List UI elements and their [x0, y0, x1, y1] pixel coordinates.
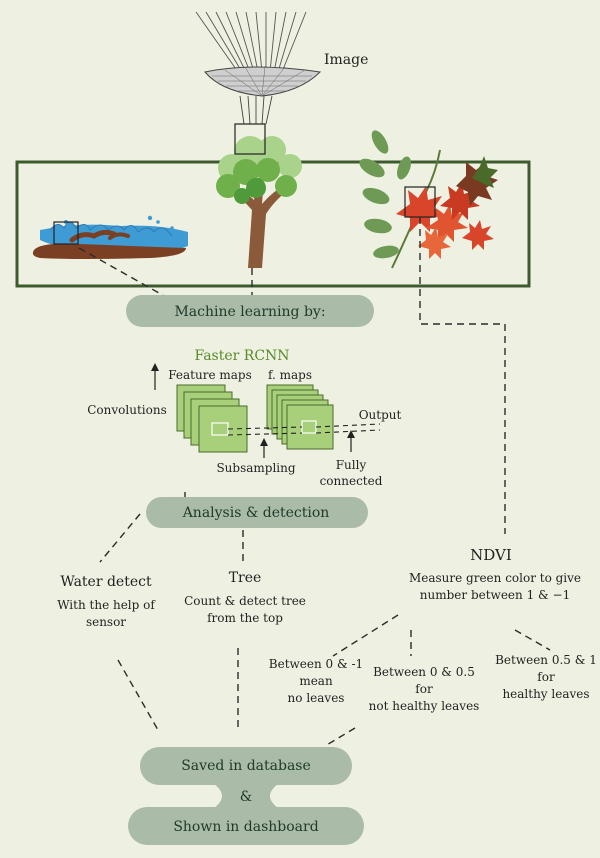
ndvi-desc-1: Measure green color to give — [409, 571, 581, 585]
output-label: Output — [359, 408, 402, 422]
connector-ndvi-b1 — [332, 614, 399, 657]
branch3-line1: Between 0.5 & 1 — [495, 653, 597, 667]
branch2-line2: for — [415, 682, 433, 696]
saved-pill — [140, 747, 352, 785]
feature-maps-stack-1 — [176, 384, 248, 453]
branch2-line1: Between 0 & 0.5 — [373, 665, 475, 679]
shown-label: Shown in dashboard — [173, 819, 318, 835]
faster-rcnn-title: Faster RCNN — [194, 348, 289, 364]
amp-label: & — [240, 789, 252, 805]
connector-water-saved — [117, 659, 159, 731]
branch1-line2: mean — [299, 674, 333, 688]
projection-lines-2 — [315, 423, 381, 434]
shown-pill — [128, 807, 364, 845]
analysis-pill — [146, 497, 368, 528]
branch1-line1: Between 0 & -1 — [269, 657, 363, 671]
water-soil-icon — [32, 215, 188, 259]
water-desc-2: sensor — [86, 615, 126, 629]
water-focus-box — [53, 221, 79, 245]
tree-title: Tree — [229, 570, 262, 586]
connector-analysis-water — [99, 513, 141, 563]
water-title: Water detect — [60, 574, 152, 590]
saved-label: Saved in database — [181, 758, 311, 774]
projection-lines-1 — [227, 426, 303, 436]
connector-ndvi-saved — [324, 727, 356, 747]
fully-connected-arrowhead — [347, 430, 355, 438]
tree-focus-box — [234, 123, 266, 155]
ndvi-title: NDVI — [470, 546, 512, 564]
convolutions-arrowhead — [151, 363, 159, 371]
f-maps-label: f. maps — [268, 368, 312, 382]
tree-icon — [216, 136, 302, 268]
database-dashboard-group — [128, 747, 364, 845]
leaves-icon — [359, 130, 498, 269]
image-label: Image — [324, 52, 368, 68]
convolutions-label: Convolutions — [87, 403, 166, 417]
ml-label: Machine learning by: — [174, 304, 325, 320]
subsampling-label: Subsampling — [216, 461, 295, 475]
feature-maps-label: Feature maps — [168, 368, 252, 382]
connector-ndvi-b3 — [514, 629, 551, 651]
pill-connector — [214, 784, 278, 808]
branch1-line3: no leaves — [288, 691, 345, 705]
branch3-line3: healthy leaves — [502, 687, 589, 701]
water-desc-1: With the help of — [57, 598, 156, 612]
feature-maps-stack-2 — [266, 384, 334, 450]
branch3-line2: for — [537, 670, 555, 684]
connector-water-ml — [78, 247, 176, 303]
connector-leaves-ndvi — [419, 217, 506, 534]
branch2-line3: not healthy leaves — [369, 699, 480, 713]
camera-cone-icon — [195, 11, 322, 125]
subsampling-arrowhead — [260, 438, 268, 446]
fully-label: Fully — [336, 458, 367, 472]
ml-pill — [126, 295, 374, 327]
connected-label: connected — [320, 474, 383, 488]
ndvi-desc-2: number between 1 & −1 — [420, 588, 570, 602]
analysis-label: Analysis & detection — [182, 505, 330, 521]
tree-desc-2: from the top — [207, 611, 283, 625]
tree-desc-1: Count & detect tree — [184, 594, 306, 608]
